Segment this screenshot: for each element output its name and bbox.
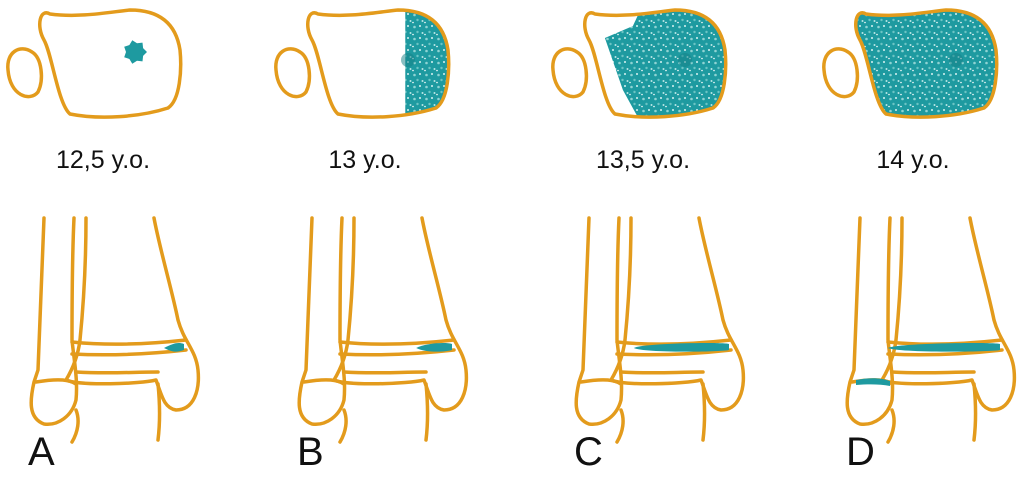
fibula-shaft: [297, 216, 347, 426]
panel-d: [822, 8, 1017, 444]
fibula-cross-section: [6, 47, 44, 99]
fused-fibular-physis: [856, 378, 890, 386]
physis-lower-line: [886, 348, 1004, 357]
fibula-shaft: [845, 216, 895, 426]
coronal-view-c: [574, 216, 746, 444]
fibular-physis-line: [579, 378, 623, 386]
age-label-c: 13,5 y.o.: [595, 146, 691, 174]
fibula-cross-section: [822, 47, 860, 99]
fusion-center-dot: [401, 53, 415, 67]
tibia-cross-section: [583, 8, 728, 119]
panel-a: [6, 8, 201, 444]
axial-view-a: [6, 8, 183, 119]
axial-view-b: [274, 8, 451, 119]
fibula-cross-section: [551, 47, 589, 99]
joint-line: [74, 370, 160, 375]
physis-lower-line: [70, 348, 188, 357]
fused-growth-plate-bar: [164, 343, 184, 352]
age-label-d: 14 y.o.: [876, 146, 950, 174]
fibula-shaft: [29, 216, 79, 426]
age-label-b: 13 y.o.: [328, 146, 402, 174]
panel-letter-c: C: [574, 430, 603, 474]
age-label-a: 12,5 y.o.: [55, 146, 151, 174]
panel-letter-a: A: [28, 430, 55, 474]
panel-letter-d: D: [846, 430, 875, 474]
fused-physis-region: [405, 10, 449, 118]
tibia-cross-section: [306, 8, 451, 119]
tibia-shaft: [609, 216, 746, 412]
fibular-physis-line: [302, 378, 346, 386]
physis-upper-line: [70, 338, 188, 346]
panel-c: [551, 8, 746, 444]
fused-growth-plate-bar: [633, 343, 729, 352]
fibula-cross-section: [274, 47, 312, 99]
fusion-center-dot: [949, 53, 963, 67]
physis-lower-line: [615, 348, 733, 357]
tibia-shaft: [64, 216, 201, 412]
axial-view-c: [551, 8, 728, 119]
fused-physis-region: [604, 10, 726, 118]
tibia-shaft: [880, 216, 1017, 412]
coronal-view-d: [845, 216, 1017, 444]
physis-upper-line: [338, 338, 456, 346]
tibia-cross-section: [38, 8, 183, 119]
joint-line: [619, 370, 705, 375]
talus-outline: [615, 382, 707, 444]
central-fusion-nidus: [124, 40, 147, 64]
fused-growth-plate-bar: [416, 343, 452, 352]
fused-growth-plate-bar: [888, 343, 1000, 352]
fusion-center-dot: [678, 53, 692, 67]
joint-line: [342, 370, 428, 375]
coronal-view-a: [29, 216, 201, 444]
joint-line: [890, 370, 976, 375]
tibia-shaft: [332, 216, 469, 412]
fibular-physis-line: [34, 378, 78, 386]
fibula-shaft: [574, 216, 624, 426]
axial-view-d: [822, 8, 999, 119]
talus-outline: [70, 382, 162, 444]
panel-b: [274, 8, 469, 444]
tibia-cross-section: [854, 8, 999, 119]
talus-outline: [338, 382, 430, 444]
panel-letter-b: B: [297, 430, 324, 474]
fused-physis-region: [855, 10, 997, 118]
talus-outline: [886, 382, 978, 444]
coronal-view-b: [297, 216, 469, 444]
